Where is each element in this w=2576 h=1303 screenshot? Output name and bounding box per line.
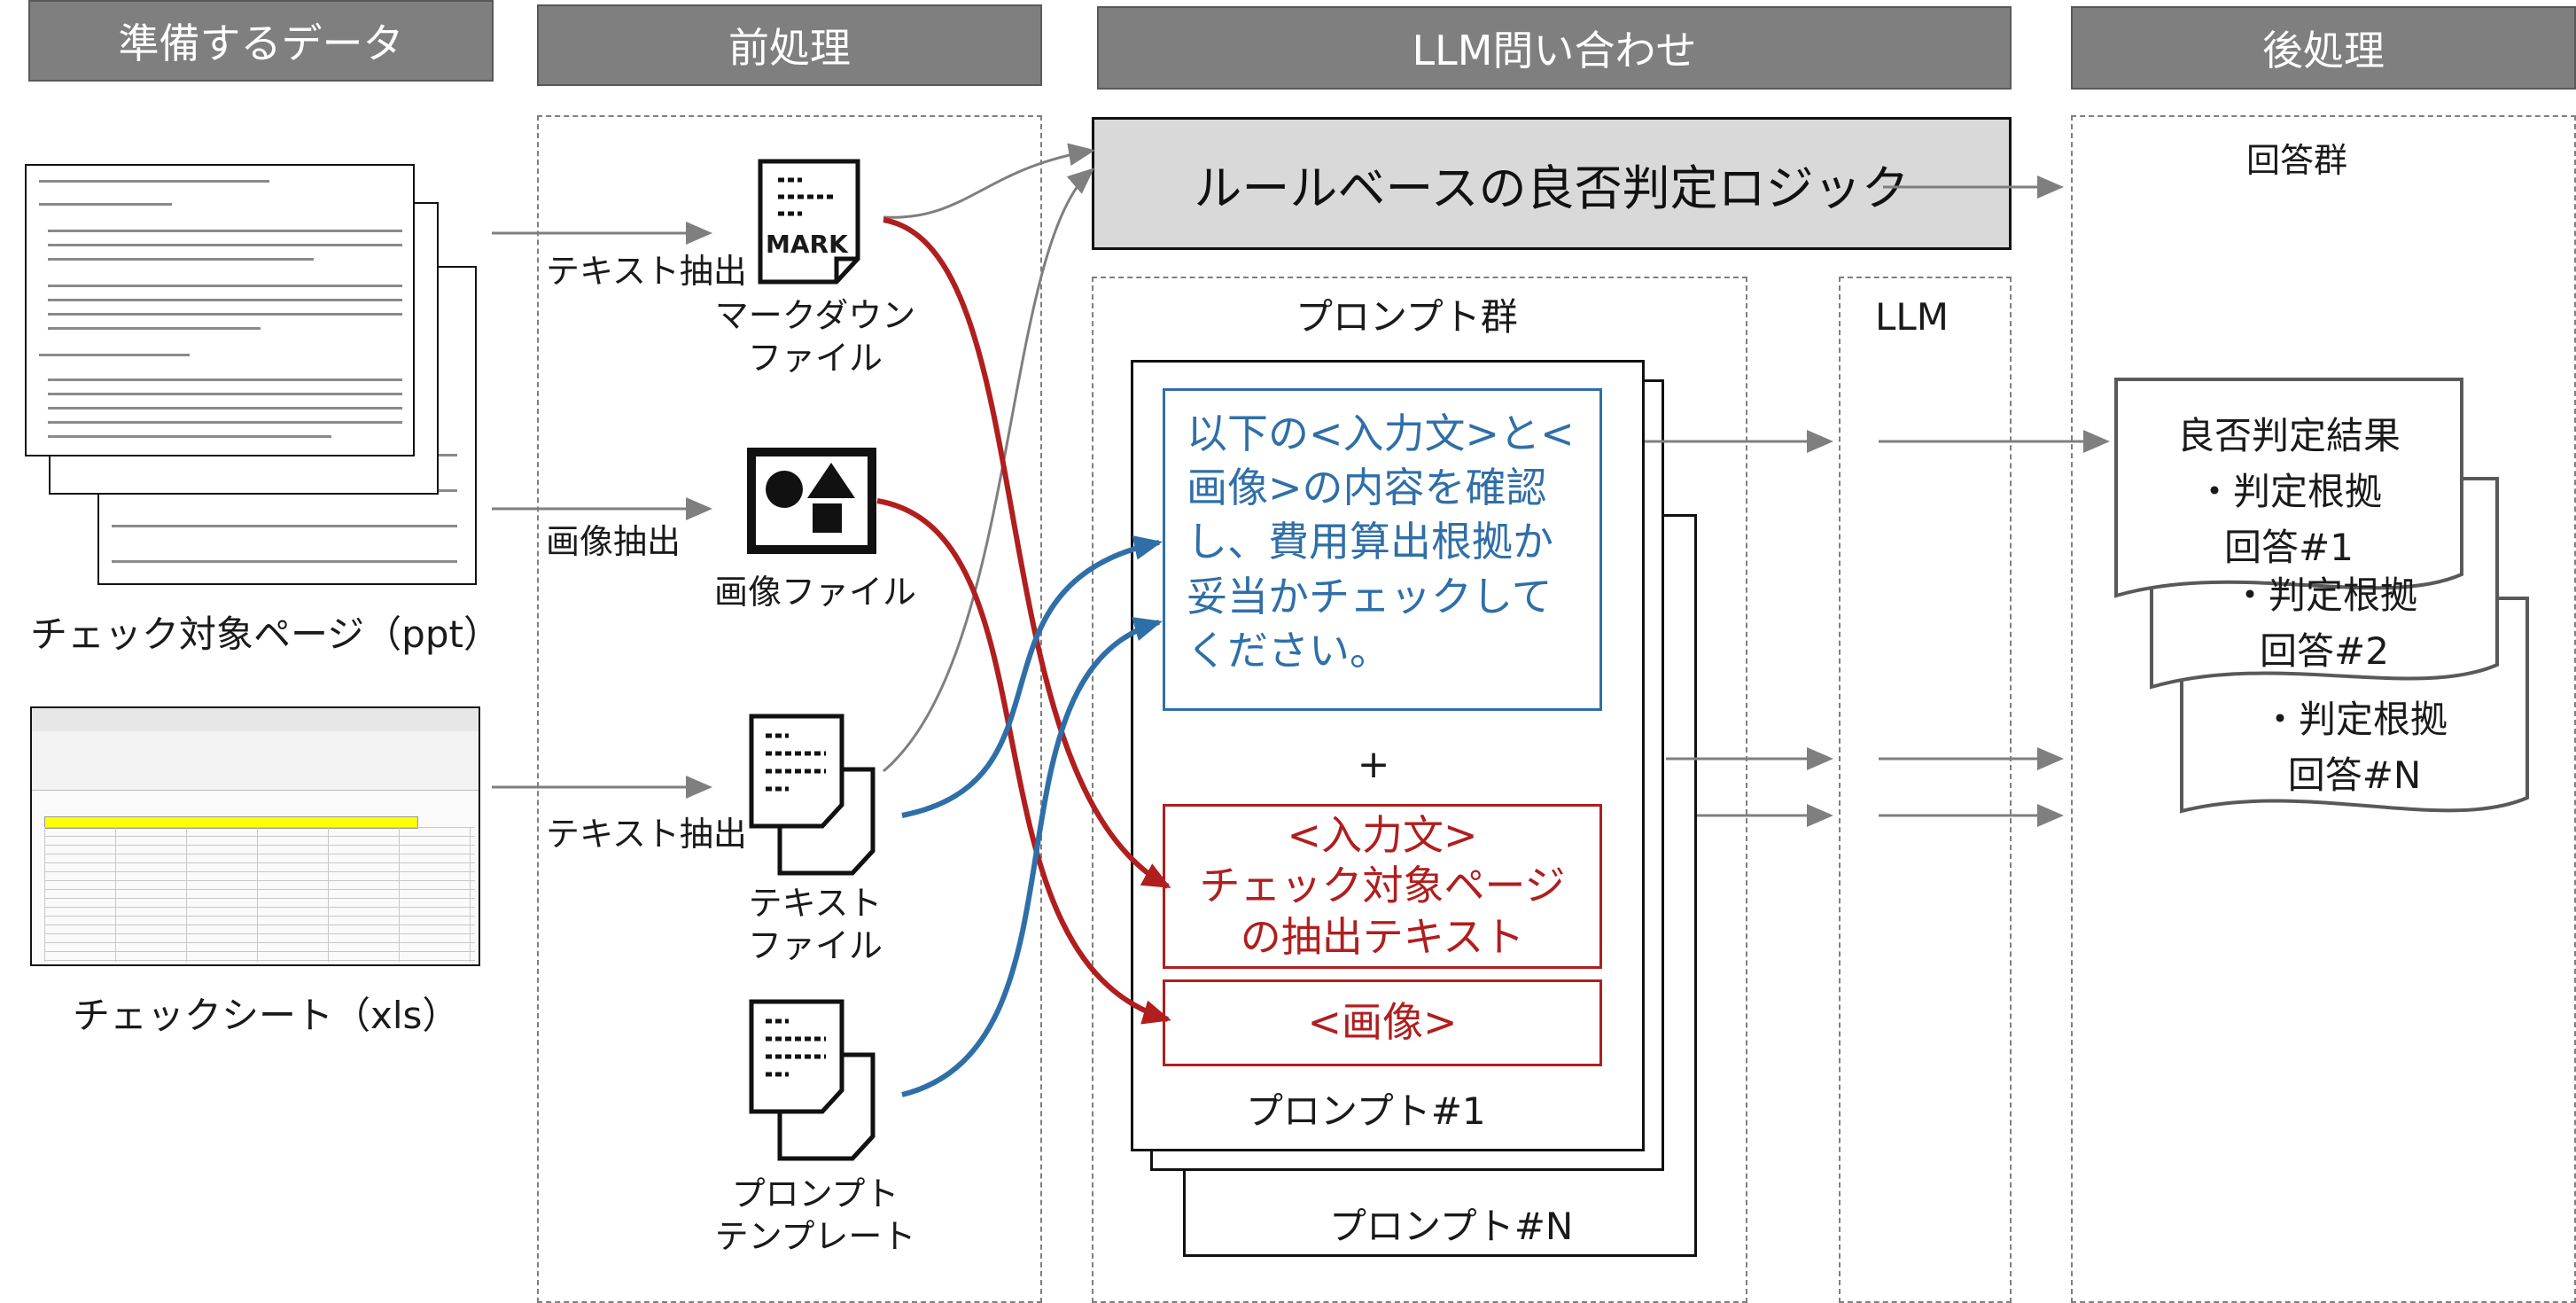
text-file-label-line-2: ファイル bbox=[747, 925, 883, 965]
prompt-card-1 bbox=[1131, 360, 1645, 1151]
markdown-file-corner bbox=[834, 256, 858, 282]
doc-line bbox=[48, 230, 402, 232]
image-placeholder-text: <画像> bbox=[1307, 998, 1458, 1047]
doc-line bbox=[48, 378, 402, 381]
image-placeholder-box: <画像> bbox=[1163, 979, 1602, 1066]
llm-area bbox=[1839, 277, 2012, 1303]
markdown-file-icon bbox=[758, 159, 860, 285]
header-postprocess-text: 後処理 bbox=[2262, 27, 2385, 74]
input-text-box: <入力文> チェック対象ページ の抽出テキスト bbox=[1163, 804, 1602, 969]
markdown-file-icon bbox=[758, 159, 860, 285]
instruction-text-box: 以下の<入力文>と<画像>の内容を確認し、費用算出根拠か妥当かチェックしてくださ… bbox=[1163, 388, 1602, 711]
text-extract-label-1: テキスト抽出 bbox=[546, 252, 747, 291]
prompt-group-label: プロンプト群 bbox=[1296, 295, 1518, 339]
text-extract-label-2: テキスト抽出 bbox=[546, 815, 747, 854]
arrow-image-placeholder bbox=[876, 498, 1171, 1025]
image-file-label: 画像ファイル bbox=[713, 573, 916, 612]
markdown-file-label: マークダウン ファイル bbox=[709, 295, 922, 379]
ppt-label: チェック対象ページ（ppt） bbox=[30, 612, 501, 656]
header-postprocess: 後処理 bbox=[2071, 6, 2576, 90]
plus-sign: + bbox=[1357, 742, 1390, 787]
markdown-icon-text: MARK bbox=[766, 230, 848, 259]
xls-toolbar bbox=[32, 731, 479, 791]
xls-grid bbox=[44, 827, 475, 962]
doc-line bbox=[48, 407, 402, 410]
arrow-markdown-inputtext bbox=[883, 217, 1171, 889]
doc-line bbox=[48, 285, 402, 287]
input-text-line-3: の抽出テキスト bbox=[1240, 912, 1525, 961]
answer-2-text: ・判定根拠 回答#2 bbox=[2196, 567, 2453, 679]
answer-group-area bbox=[2071, 115, 2576, 1303]
doc-line bbox=[112, 560, 457, 563]
preprocess-area bbox=[537, 115, 1042, 1303]
header-llm-query: LLM問い合わせ bbox=[1097, 6, 2012, 90]
doc-line bbox=[48, 313, 402, 316]
xls-sheet-thumbnail bbox=[30, 706, 480, 966]
prompt-template-label-line-2: テンプレート bbox=[714, 1216, 916, 1256]
prompt-template-icon bbox=[749, 999, 876, 1161]
image-file-square bbox=[813, 503, 842, 533]
prompt-template-label: プロンプト テンプレート bbox=[700, 1174, 930, 1258]
text-file-label-line-1: テキスト bbox=[748, 884, 883, 923]
doc-line bbox=[48, 327, 261, 330]
prompt-1-label: プロンプト#1 bbox=[1246, 1089, 1486, 1133]
xls-ribbon bbox=[32, 708, 479, 731]
answer-card-1 bbox=[2114, 378, 2463, 598]
header-preprocess-text: 前処理 bbox=[728, 24, 851, 72]
image-file-icon bbox=[747, 448, 876, 554]
answer-2-basis: ・判定根拠 bbox=[2230, 573, 2417, 617]
doc-line bbox=[48, 421, 402, 424]
answer-n-basis: ・判定根拠 bbox=[2261, 698, 2448, 741]
header-data-text: 準備するデータ bbox=[118, 20, 404, 67]
markdown-file-label-line-1: マークダウン bbox=[714, 296, 916, 335]
rule-based-logic-text: ルールベースの良否判定ロジック bbox=[1194, 160, 1910, 216]
markdown-file-label-line-2: ファイル bbox=[747, 338, 883, 378]
doc-line bbox=[48, 393, 402, 395]
doc-line bbox=[48, 258, 314, 261]
prompt-group-area bbox=[1092, 277, 1747, 1303]
text-file-icon bbox=[749, 714, 876, 876]
header-preprocess: 前処理 bbox=[537, 4, 1042, 86]
doc-line bbox=[39, 354, 190, 356]
arrow-template-instruction bbox=[901, 617, 1163, 1097]
answer-group-label: 回答群 bbox=[2246, 141, 2348, 180]
xls-label: チェックシート（xls） bbox=[73, 994, 460, 1037]
input-text-line-2: チェック対象ページ bbox=[1199, 862, 1566, 910]
image-extract-label: 画像抽出 bbox=[546, 522, 681, 561]
rule-based-logic-box: ルールベースの良否判定ロジック bbox=[1092, 117, 2012, 250]
answer-1-title: 良否判定結果 bbox=[2176, 414, 2401, 457]
input-text-line-1: <入力文> bbox=[1287, 810, 1478, 859]
answer-1-basis: ・判定根拠 bbox=[2195, 470, 2382, 513]
arrow-textfile-rule bbox=[883, 168, 1095, 773]
doc-line bbox=[48, 299, 402, 301]
doc-line bbox=[112, 525, 457, 527]
doc-line bbox=[39, 180, 269, 183]
answer-n-text: ・判定根拠 回答#N bbox=[2226, 691, 2483, 803]
doc-line bbox=[48, 435, 331, 438]
ppt-page-front bbox=[25, 164, 415, 456]
arrow-textfile-instruction bbox=[901, 535, 1163, 818]
llm-label: LLM bbox=[1875, 295, 1950, 339]
answer-n-label: 回答#N bbox=[2287, 753, 2422, 797]
answer-1-text: 良否判定結果 ・判定根拠 回答#1 bbox=[2129, 408, 2448, 575]
doc-line bbox=[48, 244, 402, 246]
image-file-circle bbox=[766, 471, 803, 508]
prompt-template-label-line-1: プロンプト bbox=[731, 1174, 899, 1213]
instruction-text: 以下の<入力文>と<画像>の内容を確認し、費用算出根拠か妥当かチェックしてくださ… bbox=[1187, 410, 1575, 675]
header-llm-query-text: LLM問い合わせ bbox=[1412, 27, 1697, 74]
image-file-triangle bbox=[807, 463, 855, 498]
doc-line bbox=[39, 203, 172, 206]
prompt-n-label: プロンプト#N bbox=[1329, 1205, 1574, 1248]
answer-1-label: 回答#1 bbox=[2224, 526, 2354, 569]
arrow-markdown-rule bbox=[883, 143, 1095, 219]
answer-2-label: 回答#2 bbox=[2260, 629, 2389, 673]
text-file-label: テキスト ファイル bbox=[709, 883, 922, 967]
header-data: 準備するデータ bbox=[28, 0, 494, 82]
